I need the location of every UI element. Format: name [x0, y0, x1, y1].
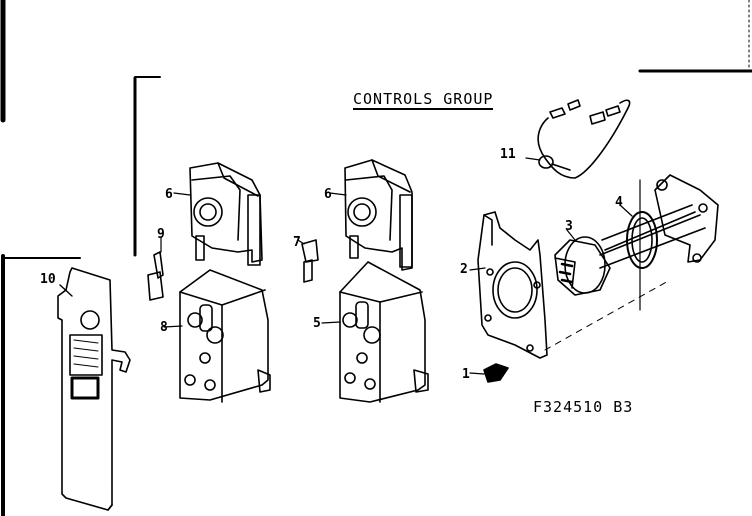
callout-8: 8 [160, 320, 168, 335]
part-11-wire-harness [525, 99, 631, 179]
callout-11: 11 [500, 147, 516, 162]
alignment-line [544, 279, 671, 351]
element-end-mount [654, 174, 719, 263]
part-6-thermostat-right [329, 159, 413, 271]
part-9-clip [147, 237, 164, 301]
diagram-title: CONTROLS GROUP [353, 90, 494, 110]
callout-9: 9 [157, 227, 165, 242]
callout-5: 5 [313, 316, 321, 331]
callout-6-left: 6 [165, 187, 173, 202]
callout-10: 10 [40, 272, 56, 287]
part-7-clip [297, 239, 319, 283]
part-4-gasket [619, 204, 658, 269]
callout-1: 1 [462, 367, 470, 382]
part-1-screw [469, 363, 509, 383]
part-3-element [554, 229, 611, 296]
callout-6-right: 6 [324, 187, 332, 202]
part-6-thermostat-left [173, 162, 263, 266]
element-tubes [599, 179, 706, 311]
callout-4: 4 [615, 195, 623, 210]
callout-7: 7 [293, 235, 301, 250]
callout-3: 3 [565, 219, 573, 234]
part-2-bracket [469, 211, 548, 359]
figure-code: F324510 B3 [533, 398, 634, 416]
part-5-thermostat-lower [321, 261, 429, 403]
callout-2: 2 [460, 262, 468, 277]
part-10-label-cover [57, 267, 131, 511]
part-8-thermostat-cutoff [163, 269, 271, 403]
